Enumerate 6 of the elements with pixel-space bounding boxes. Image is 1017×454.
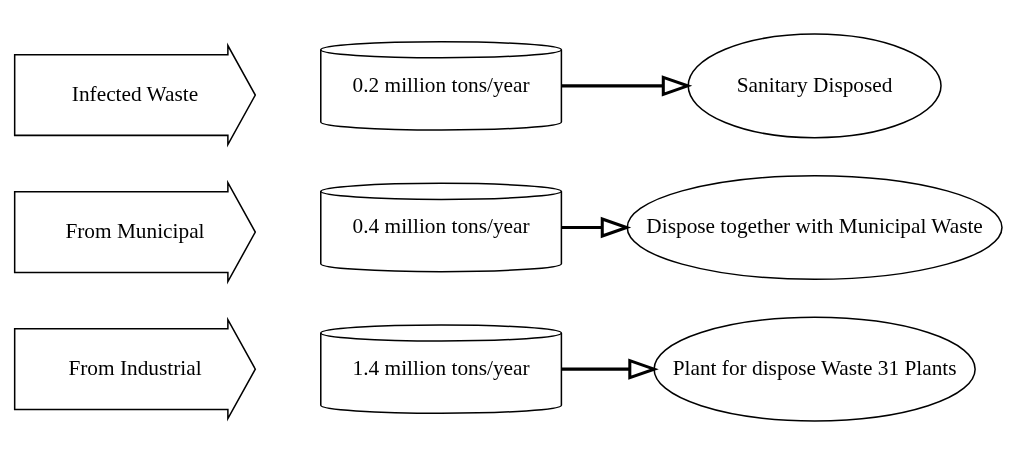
arrow	[561, 357, 659, 380]
arrow	[561, 74, 693, 97]
arrow	[561, 216, 632, 238]
node-ellipse: Sanitary Disposed	[687, 32, 942, 138]
node-ellipse: Plant for dispose Waste 31 Plants	[653, 316, 976, 422]
node-ellipse: Dispose together with Municipal Waste	[626, 174, 1003, 280]
